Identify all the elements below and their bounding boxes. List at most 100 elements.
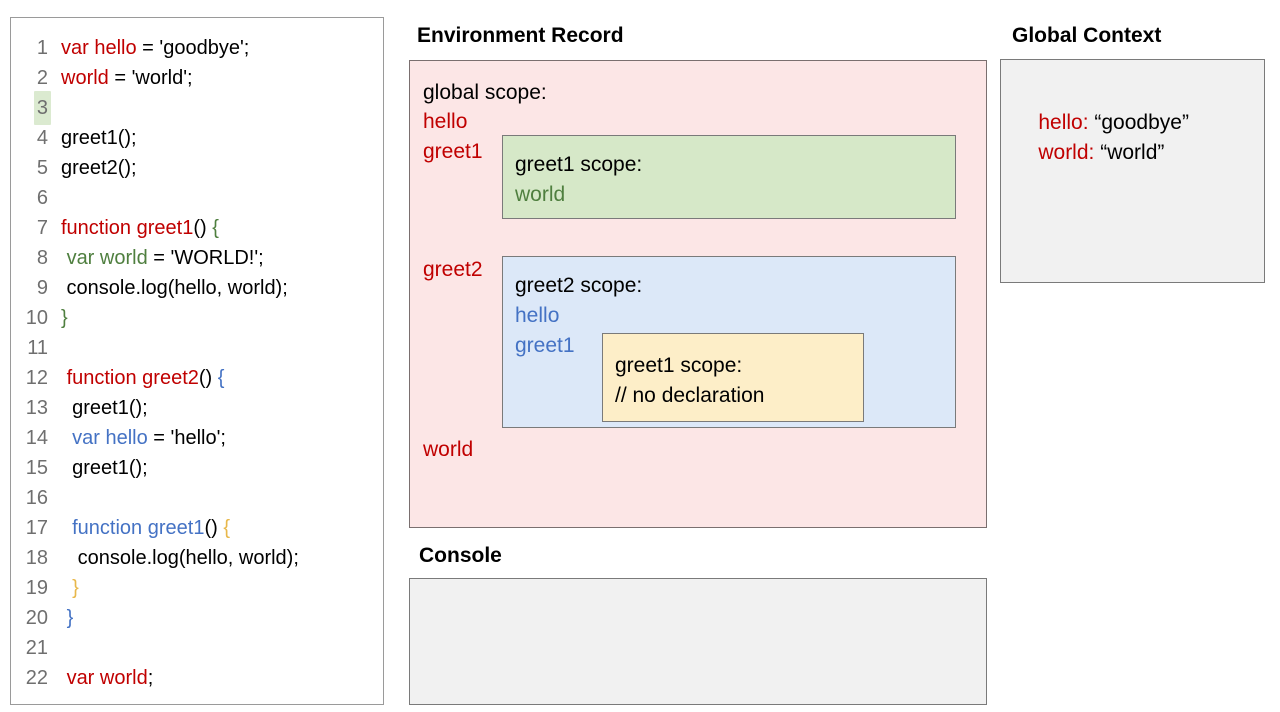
code-line-text: world = 'world'; — [51, 63, 193, 93]
code-line[interactable]: 12 function greet2() { — [11, 361, 383, 391]
console-heading: Console — [419, 544, 502, 567]
greet2-scope-title: greet2 scope: — [515, 274, 643, 297]
line-number: 8 — [36, 247, 48, 269]
code-line[interactable]: 11 — [11, 331, 383, 361]
code-line[interactable]: 15 greet1(); — [11, 451, 383, 481]
code-line[interactable]: 10} — [11, 301, 383, 331]
code-line[interactable]: 6 — [11, 181, 383, 211]
line-number: 3 — [11, 91, 51, 125]
environment-record-heading: Environment Record — [417, 24, 624, 47]
code-token: } — [72, 577, 79, 599]
code-token: var world — [66, 667, 148, 689]
global-scope-binding-hello: hello — [423, 110, 468, 133]
global-scope-binding-greet2: greet2 — [423, 258, 483, 281]
code-token: = 'world'; — [108, 67, 193, 89]
line-number: 1 — [36, 37, 48, 59]
greet1-inner-scope-note: // no declaration — [615, 384, 765, 407]
line-number: 9 — [36, 277, 48, 299]
code-token: var hello — [61, 37, 137, 59]
code-line-text: console.log(hello, world); — [51, 543, 299, 573]
code-token: var world — [66, 247, 148, 269]
code-token: console.log(hello, world); — [61, 277, 288, 299]
code-line-text: function greet1() { — [51, 513, 230, 543]
code-line-text: greet1(); — [51, 393, 148, 423]
code-line[interactable]: 21 — [11, 631, 383, 661]
code-line[interactable]: 18 console.log(hello, world); — [11, 541, 383, 571]
code-token: () — [198, 367, 218, 389]
line-number: 16 — [25, 487, 48, 509]
code-line[interactable]: 14 var hello = 'hello'; — [11, 421, 383, 451]
global-context-key-hello: hello: — [1038, 111, 1089, 134]
line-number: 6 — [36, 187, 48, 209]
code-token: } — [61, 307, 68, 329]
greet2-scope-binding-hello: hello — [515, 304, 560, 327]
code-token: = 'hello'; — [147, 427, 226, 449]
greet2-scope-box: greet2 scope: hello greet1 greet1 scope:… — [502, 256, 956, 428]
code-line[interactable]: 13 greet1(); — [11, 391, 383, 421]
line-number: 11 — [27, 337, 48, 359]
code-line-text: function greet1() { — [51, 213, 219, 243]
global-context-entry-hello: hello: “goodbye” — [1015, 78, 1189, 168]
code-token: greet1(); — [61, 457, 148, 479]
console-output-panel[interactable] — [409, 578, 987, 705]
line-number: 18 — [25, 547, 48, 569]
global-context-key-world: world: — [1038, 141, 1095, 164]
code-line-text: console.log(hello, world); — [51, 273, 288, 303]
code-line[interactable]: 16 — [11, 481, 383, 511]
code-token: () — [204, 517, 224, 539]
line-number: 4 — [36, 127, 48, 149]
code-line[interactable]: 17 function greet1() { — [11, 511, 383, 541]
code-token — [61, 517, 72, 539]
code-line-text: var world; — [51, 663, 154, 693]
line-number: 14 — [25, 427, 48, 449]
code-token: () — [193, 217, 213, 239]
global-context-heading: Global Context — [1012, 24, 1162, 47]
greet1-scope-binding-world: world — [515, 183, 566, 206]
code-token: function greet1 — [61, 217, 194, 239]
code-token: = 'goodbye'; — [136, 37, 250, 59]
code-line[interactable]: 19 } — [11, 571, 383, 601]
code-line-text: } — [51, 303, 68, 333]
environment-record-panel: global scope: hello greet1 greet2 world … — [409, 60, 987, 528]
code-line[interactable]: 22 var world; — [11, 661, 383, 691]
global-context-entry-world: world: “world” — [1015, 108, 1164, 198]
code-line-text: greet1(); — [51, 453, 148, 483]
code-line[interactable]: 20 } — [11, 601, 383, 631]
code-token: greet1(); — [61, 397, 148, 419]
code-line-text: } — [51, 573, 79, 603]
line-number: 2 — [36, 67, 48, 89]
code-line-text: var world = 'WORLD!'; — [51, 243, 264, 273]
line-number: 13 — [25, 397, 48, 419]
code-token: = 'WORLD!'; — [147, 247, 264, 269]
code-line-text: greet2(); — [51, 153, 137, 183]
code-line[interactable]: 3 — [11, 91, 383, 125]
line-number: 19 — [25, 577, 48, 599]
greet2-scope-binding-greet1: greet1 — [515, 334, 575, 357]
code-line[interactable]: 9 console.log(hello, world); — [11, 271, 383, 301]
code-token: function greet2 — [66, 367, 199, 389]
greet1-scope-title: greet1 scope: — [515, 153, 643, 176]
line-number: 12 — [25, 367, 48, 389]
greet1-inner-scope-box: greet1 scope: // no declaration — [602, 333, 864, 422]
global-context-value-world: “world” — [1094, 141, 1165, 164]
code-token: console.log(hello, world); — [61, 547, 299, 569]
code-token — [61, 427, 72, 449]
line-number: 15 — [25, 457, 48, 479]
code-line[interactable]: 8 var world = 'WORLD!'; — [11, 241, 383, 271]
code-line[interactable]: 1 var hello = 'goodbye'; — [11, 31, 383, 61]
line-number: 17 — [25, 517, 48, 539]
code-line-text: } — [51, 603, 74, 633]
code-token: function greet1 — [72, 517, 205, 539]
line-number: 20 — [25, 607, 48, 629]
code-token: world — [61, 67, 109, 89]
code-token: greet2(); — [61, 157, 137, 179]
global-scope-title: global scope: — [423, 81, 547, 104]
code-token: ; — [147, 667, 154, 689]
line-number: 7 — [36, 217, 48, 239]
